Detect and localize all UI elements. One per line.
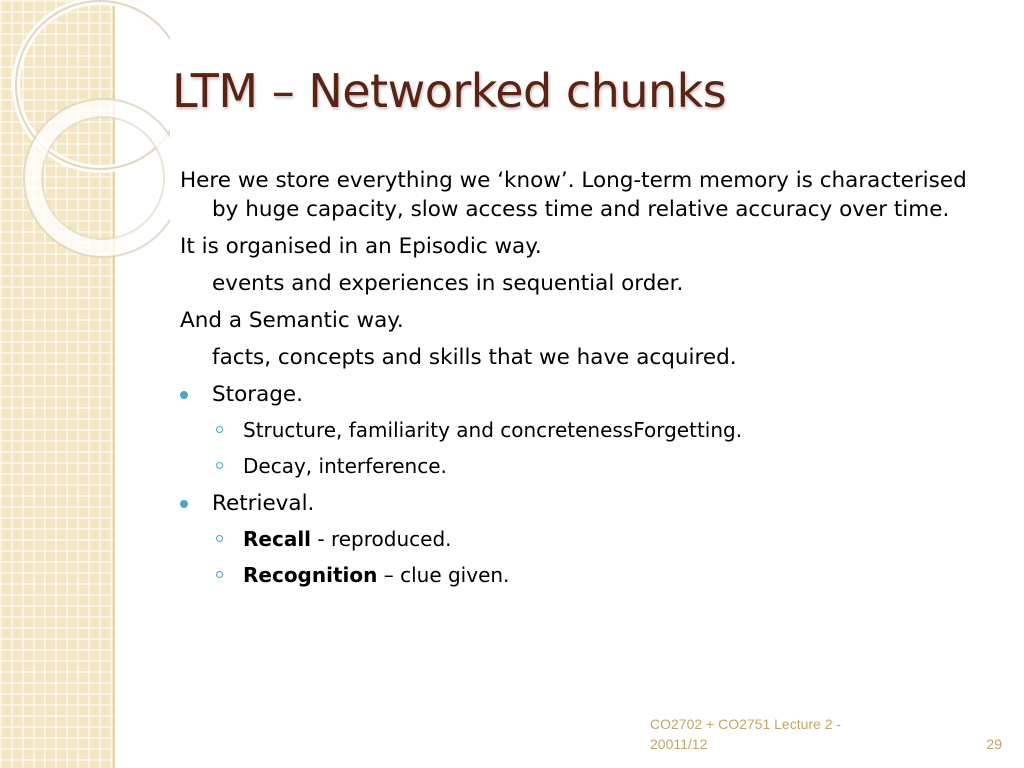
- storage-bullet: Storage.: [180, 380, 970, 409]
- storage-subitem: Structure, familiarity and concretenessF…: [180, 417, 970, 443]
- retrieval-subitem: Recognition – clue given.: [180, 562, 970, 588]
- bullet-ring-icon: [216, 571, 223, 578]
- retrieval-description: – clue given.: [377, 563, 510, 587]
- retrieval-term: Recall: [243, 527, 312, 551]
- slide-number: 29: [986, 736, 1002, 752]
- retrieval-term: Recognition: [243, 563, 378, 587]
- footer-course-info: CO2702 + CO2751 Lecture 2 - 20011/12: [650, 716, 842, 752]
- slide-body: Here we store everything we ‘know’. Long…: [180, 166, 970, 598]
- retrieval-description: - reproduced.: [311, 527, 452, 551]
- semantic-detail: facts, concepts and skills that we have …: [212, 345, 737, 370]
- slide-title: LTM – Networked chunks: [172, 64, 727, 118]
- storage-label: Storage.: [212, 382, 303, 407]
- bullet-ring-icon: [216, 462, 223, 469]
- storage-subitem: Decay, interference.: [180, 453, 970, 479]
- episodic-detail: events and experiences in sequential ord…: [212, 271, 684, 296]
- intro-paragraph: Here we store everything we ‘know’. Long…: [180, 168, 967, 222]
- retrieval-label: Retrieval.: [212, 491, 315, 516]
- bullet-dot-icon: [180, 500, 188, 508]
- storage-subitem-text: Decay, interference.: [243, 454, 447, 478]
- bullet-dot-icon: [180, 391, 188, 399]
- bullet-ring-icon: [216, 535, 223, 542]
- storage-subitem-text: Structure, familiarity and concretenessF…: [243, 418, 743, 442]
- retrieval-subitem: Recall - reproduced.: [180, 526, 970, 552]
- decorative-rings-icon: [12, 0, 170, 258]
- episodic-paragraph: It is organised in an Episodic way.: [180, 234, 542, 259]
- bullet-ring-icon: [216, 426, 223, 433]
- retrieval-bullet: Retrieval.: [180, 489, 970, 518]
- semantic-paragraph: And a Semantic way.: [180, 308, 404, 333]
